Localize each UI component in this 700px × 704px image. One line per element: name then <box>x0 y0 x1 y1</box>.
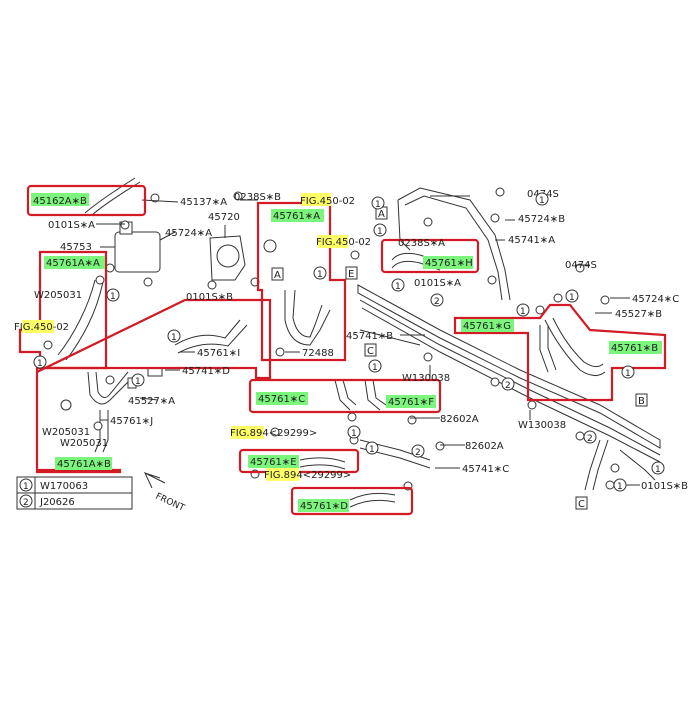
label-FIG894-a: FIG.894<29299> <box>230 428 317 439</box>
legend-part-1: W170063 <box>40 481 88 492</box>
callout-1: 1 <box>317 270 323 280</box>
label-72488: 72488 <box>302 348 334 359</box>
legend-num-2: 2 <box>23 498 29 508</box>
label-0101S-B-right: 0101S∗B <box>641 481 688 492</box>
label-0238S-B: 0238S∗B <box>234 192 281 203</box>
label-45741-B: 45741∗B <box>346 331 393 342</box>
label-45761-I: 45761∗I <box>197 348 240 359</box>
callout-1: 1 <box>617 482 623 492</box>
callout-1: 1 <box>135 377 141 387</box>
label-0101S-A-left: 0101S∗A <box>48 220 95 231</box>
label-45741-C: 45741∗C <box>462 464 509 475</box>
callout-1: 1 <box>372 363 378 373</box>
outline-45761A-A <box>18 250 108 370</box>
outline-45761-A <box>256 201 347 362</box>
label-0474S-right: 0474S <box>565 260 597 271</box>
outline-45162A-B <box>26 184 147 217</box>
label-W205031-b: W205031 <box>42 427 90 438</box>
label-45761-C: 45761∗C <box>258 394 305 405</box>
ref-letter-A1: A <box>378 209 385 220</box>
label-W130038-b: W130038 <box>518 420 566 431</box>
callout-1: 1 <box>377 227 383 237</box>
label-0101S-A-mid: 0101S∗A <box>414 278 461 289</box>
legend-num-1: 1 <box>23 482 29 492</box>
label-45761-A: 45761∗A <box>273 211 320 222</box>
outline-45761-D <box>290 486 414 516</box>
callout-2: 2 <box>587 434 593 444</box>
ref-letter-A2: A <box>274 270 281 281</box>
label-FIG450-02-left: FIG.450-02 <box>14 322 69 333</box>
ref-letter-B: B <box>638 396 645 407</box>
callout-1: 1 <box>171 333 177 343</box>
callout-1: 1 <box>625 369 631 379</box>
label-45724-A: 45724∗A <box>165 228 212 239</box>
callout-circles: 1 1 1 1 2 1 1 1 1 1 2 2 2 1 1 1 1 1 1 1 … <box>33 192 665 492</box>
label-45761A-B: 45761A∗B <box>57 459 111 470</box>
label-45162A-B: 45162A∗B <box>33 196 87 207</box>
callout-1: 1 <box>569 293 575 303</box>
callout-1: 1 <box>375 200 381 210</box>
label-45761-B: 45761∗B <box>611 343 658 354</box>
outline-45761-C-F <box>248 378 442 414</box>
callout-2: 2 <box>434 297 440 307</box>
label-45761A-A: 45761A∗A <box>46 258 100 269</box>
label-45741-A: 45741∗A <box>508 235 555 246</box>
highlights <box>22 193 662 512</box>
label-45761-E: 45761∗E <box>250 457 297 468</box>
ref-letter-boxes: A A E C B C <box>271 206 648 510</box>
label-45527-A: 45527∗A <box>128 396 175 407</box>
ref-letter-E: E <box>348 269 354 280</box>
label-0238S-A: 0238S∗A <box>398 238 445 249</box>
pipe-artwork <box>43 177 661 508</box>
label-45724-B: 45724∗B <box>518 214 565 225</box>
label-45761-G: 45761∗G <box>463 321 511 332</box>
label-45761-F: 45761∗F <box>388 397 434 408</box>
outline-45761-G-B <box>453 303 667 402</box>
part-labels: 45162A∗B 45137∗A 0238S∗B 45720 0101S∗A 4… <box>14 189 688 512</box>
callout-2: 2 <box>505 381 511 391</box>
callout-1: 1 <box>520 307 526 317</box>
label-82602A-b: 82602A <box>465 441 504 452</box>
label-0101S-B: 0101S∗B <box>186 292 233 303</box>
ref-letter-C2: C <box>578 499 585 510</box>
label-45761-J: 45761∗J <box>110 416 153 427</box>
ref-letter-C1: C <box>367 346 374 357</box>
label-W205031-c: W205031 <box>60 438 108 449</box>
label-45527-B: 45527∗B <box>615 309 662 320</box>
outline-hose-group-left <box>35 298 272 474</box>
label-82602A-a: 82602A <box>440 414 479 425</box>
callout-1: 1 <box>37 359 43 369</box>
label-45720: 45720 <box>208 212 240 223</box>
callout-1: 1 <box>395 282 401 292</box>
label-W205031-a: W205031 <box>34 290 82 301</box>
callout-2: 2 <box>415 448 421 458</box>
label-45137-A: 45137∗A <box>180 197 227 208</box>
label-45761-D: 45761∗D <box>300 501 348 512</box>
label-45741-D: 45741∗D <box>182 366 230 377</box>
front-label: FRONT <box>154 492 187 514</box>
legend-part-2: J20626 <box>39 497 75 508</box>
callout-1: 1 <box>539 196 545 206</box>
callout-1: 1 <box>369 445 375 455</box>
callout-1: 1 <box>351 429 357 439</box>
callout-1: 1 <box>655 465 661 475</box>
label-FIG450-02-mid: FIG.450-02 <box>316 237 371 248</box>
label-45753: 45753 <box>60 242 92 253</box>
label-FIG450-02-top: FIG.450-02 <box>300 196 355 207</box>
leader-lines <box>96 195 640 486</box>
label-45724-C: 45724∗C <box>632 294 679 305</box>
callout-1: 1 <box>110 292 116 302</box>
legend: 1 W170063 2 J20626 <box>16 476 133 510</box>
label-45761-H: 45761∗H <box>425 258 473 269</box>
label-W130038-a: W130038 <box>402 373 450 384</box>
outline-45761-H <box>380 238 480 274</box>
label-FIG894-b: FIG.894<29299> <box>264 470 351 481</box>
